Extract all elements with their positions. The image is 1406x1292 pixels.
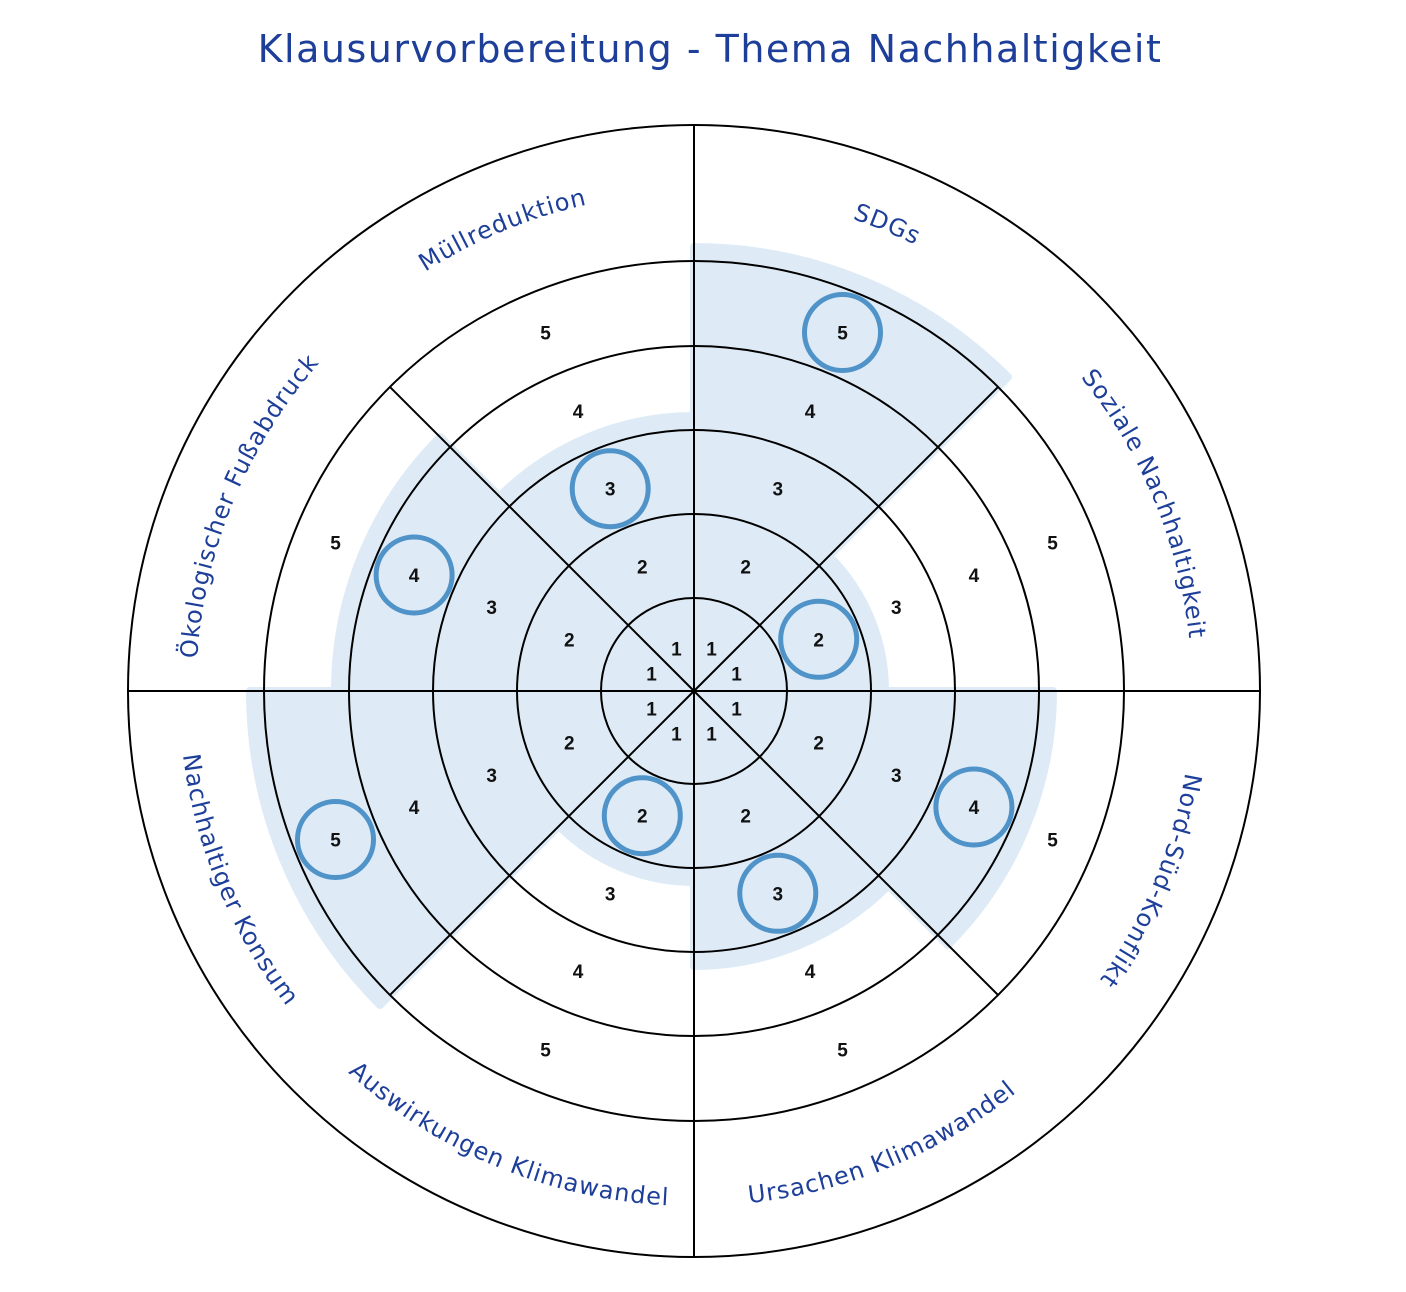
level-number: 1 [706,640,717,661]
level-number: 5 [837,1041,848,1062]
level-number: 4 [573,962,584,983]
level-number: 5 [330,831,341,852]
rating-fill-2 [690,551,890,695]
level-number: 4 [409,798,420,819]
level-number: 5 [540,324,551,345]
page-title: Klausurvorbereitung - Thema Nachhaltigke… [258,27,1163,71]
level-number: 3 [891,598,902,619]
level-number: 2 [740,557,751,578]
level-number: 1 [646,700,657,721]
rating-marker-2 [778,598,860,680]
divider-6 [389,690,695,996]
segment-label-4: Ursachen Klimawandel [746,1075,1021,1209]
rating-fill-7 [331,433,698,695]
level-number: 3 [605,480,616,501]
segment-label-7: Ökologischer Fußabdruck [174,348,324,659]
level-number: 1 [731,700,742,721]
level-number: 3 [605,884,616,905]
level-number: 2 [564,734,575,755]
level-number: 1 [731,664,742,685]
level-number: 3 [891,766,902,787]
level-number: 2 [637,807,648,828]
level-number: 5 [837,324,848,345]
rating-marker-3 [933,766,1015,848]
rating-fill-8 [495,412,698,695]
level-number: 3 [486,598,497,619]
rating-markers [295,292,1015,934]
level-number: 1 [646,664,657,685]
rating-fill-3 [690,687,1057,949]
rating-fill-5 [554,687,698,887]
level-number: 3 [486,766,497,787]
level-numbers: 1 2 3 4 5 1 2 3 4 5 1 2 3 4 5 1 2 3 4 5 1 2 3 4 5 1 2 3 4 5 1 2 3 4 5 1 2 3 4 5 [330,324,1058,1062]
level-number: 2 [564,630,575,651]
level-number: 2 [637,557,648,578]
level-number: 4 [805,402,816,423]
divider-8 [389,386,695,692]
level-number: 4 [969,566,980,587]
level-number: 4 [805,962,816,983]
rating-marker-5 [601,775,683,857]
rating-marker-8 [569,448,651,530]
rating-marker-1 [802,292,883,373]
level-number: 1 [706,725,717,746]
segment-label-3: Nord-Süd-Konflikt [1094,772,1207,994]
rating-marker-7 [373,534,455,616]
level-number: 2 [813,734,824,755]
level-number: 5 [330,534,341,555]
level-number: 1 [671,640,682,661]
level-number: 4 [409,566,420,587]
level-number: 2 [740,807,751,828]
rating-fill-4 [690,687,893,970]
level-number: 4 [969,798,980,819]
level-number: 5 [1047,534,1058,555]
rating-marker-6 [295,799,376,880]
level-number: 5 [540,1041,551,1062]
divider-2 [693,386,999,692]
level-number: 3 [773,480,784,501]
segment-label-8: Müllreduktion [414,183,589,277]
level-number: 5 [1047,831,1058,852]
level-number: 2 [813,630,824,651]
divider-4 [693,690,999,996]
rating-fill-6 [246,687,698,1009]
segment-label-2: Soziale Nachhaltigkeit [1076,364,1211,641]
level-number: 3 [773,884,784,905]
segment-dividers [128,125,1260,1257]
level-number: 1 [671,725,682,746]
segment-label-1: SDGs [850,198,925,250]
rating-marker-4 [737,852,819,934]
rating-fill-1 [690,243,1012,695]
rating-fill-area [246,243,1057,1009]
level-number: 4 [573,402,584,423]
